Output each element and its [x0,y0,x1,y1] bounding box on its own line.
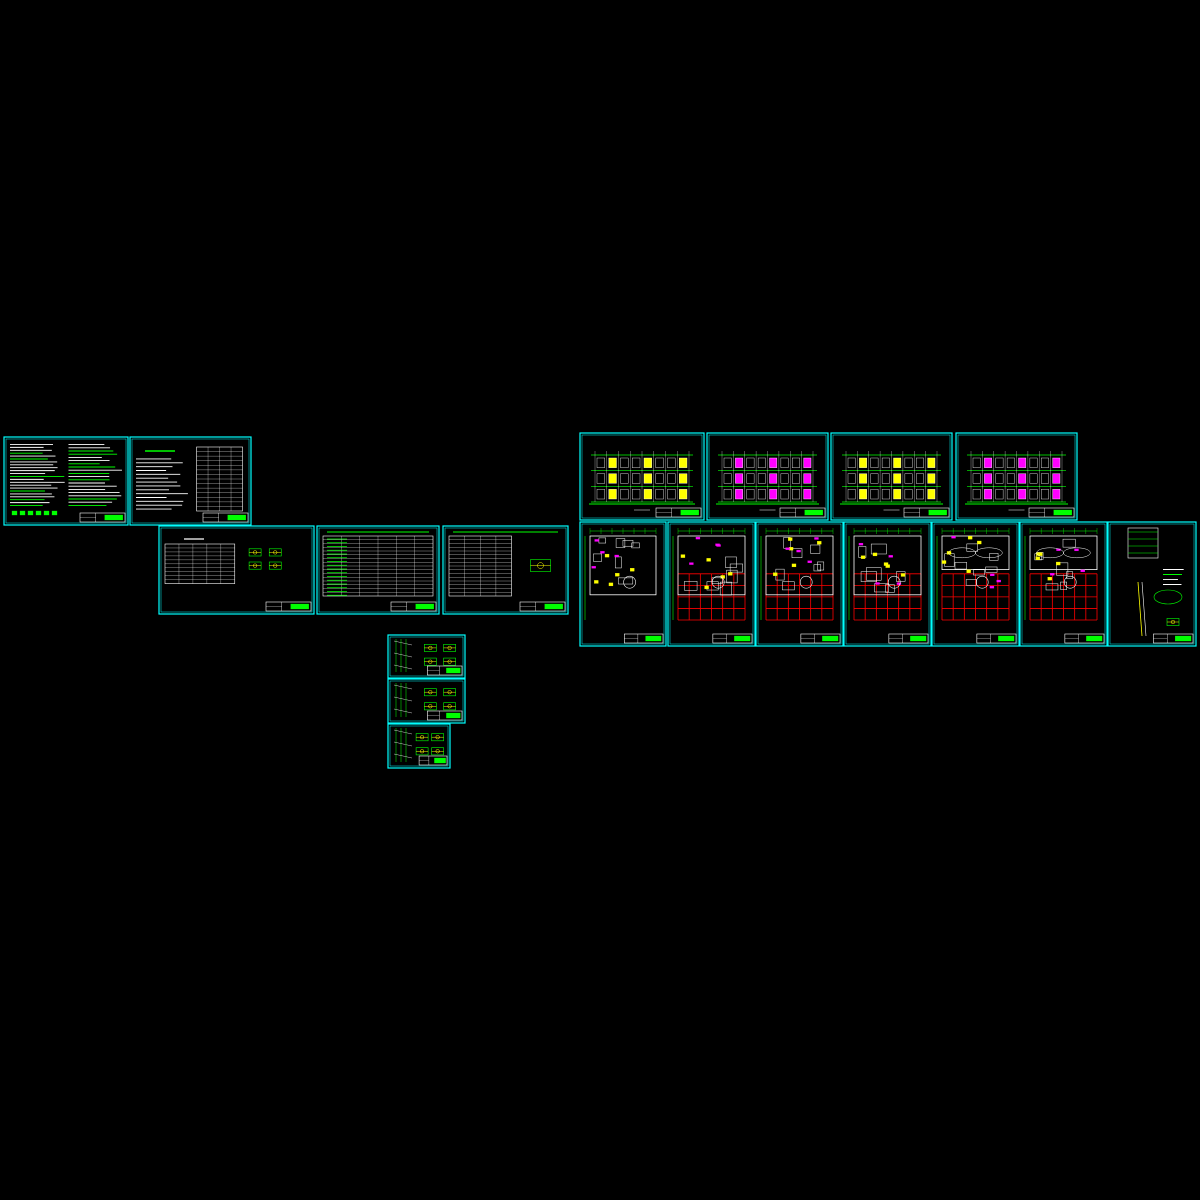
drawing-sheet-schedule-3[interactable] [442,525,569,615]
drawing-sheet-elevation-3[interactable] [830,432,953,521]
drawing-sheet-elevation-2[interactable] [706,432,829,521]
drawing-sheet-schedule-1[interactable] [158,525,315,615]
drawing-sheet-plan-6[interactable] [1019,521,1108,647]
drawing-sheet-plan-2[interactable] [667,521,756,647]
drawing-sheet-plan-1[interactable] [579,521,667,647]
drawing-sheet-elevation-4[interactable] [955,432,1078,521]
drawing-sheet-plan-4[interactable] [843,521,932,647]
drawing-sheet-plan-3[interactable] [755,521,844,647]
drawing-sheet-elevation-1[interactable] [579,432,705,521]
drawing-sheet-details-1[interactable] [387,634,466,679]
drawing-sheet-details-2[interactable] [387,678,466,724]
drawing-sheet-section-1[interactable] [1107,521,1197,647]
drawing-sheet-schedule-2[interactable] [316,525,440,615]
drawing-sheet-details-3[interactable] [387,723,451,769]
drawing-sheet-notes-2[interactable] [129,436,252,526]
drawing-sheet-plan-5[interactable] [931,521,1020,647]
drawing-sheet-notes-1[interactable] [3,436,129,526]
